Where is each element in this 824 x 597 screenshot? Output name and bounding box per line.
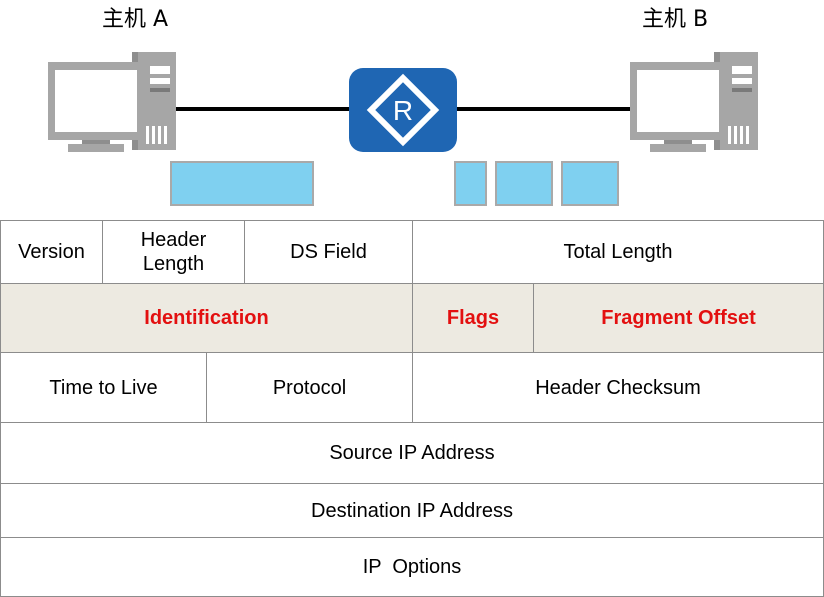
link-router-host-b: [454, 107, 636, 111]
link-host-a-router: [172, 107, 352, 111]
router-icon: R: [349, 68, 457, 152]
packet-fragment-1: [454, 161, 487, 206]
field-header-checksum: Header Checksum: [413, 353, 824, 423]
field-ds-field: DS Field: [245, 220, 413, 284]
field-destination-ip: Destination IP Address: [0, 484, 824, 538]
field-source-ip: Source IP Address: [0, 423, 824, 484]
field-identification: Identification: [0, 284, 413, 353]
field-ip-options: IP Options: [0, 538, 824, 597]
packet-fragment-2: [495, 161, 553, 206]
field-flags: Flags: [413, 284, 534, 353]
packet-fragment-3: [561, 161, 619, 206]
host-b-label: 主机 B: [642, 7, 709, 32]
computer-host-a-icon: [48, 52, 176, 152]
field-ttl: Time to Live: [0, 353, 207, 423]
field-version: Version: [0, 220, 103, 284]
host-a-label: 主机 A: [102, 7, 169, 32]
field-total-length: Total Length: [413, 220, 824, 284]
ip-header-table: Version Header Length DS Field Total Len…: [0, 220, 824, 597]
field-protocol: Protocol: [207, 353, 413, 423]
packet-unfragmented: [170, 161, 314, 206]
field-header-length: Header Length: [103, 220, 245, 284]
computer-host-b-icon: [630, 52, 758, 152]
field-fragment-offset: Fragment Offset: [534, 284, 824, 353]
router-label: R: [393, 95, 413, 126]
